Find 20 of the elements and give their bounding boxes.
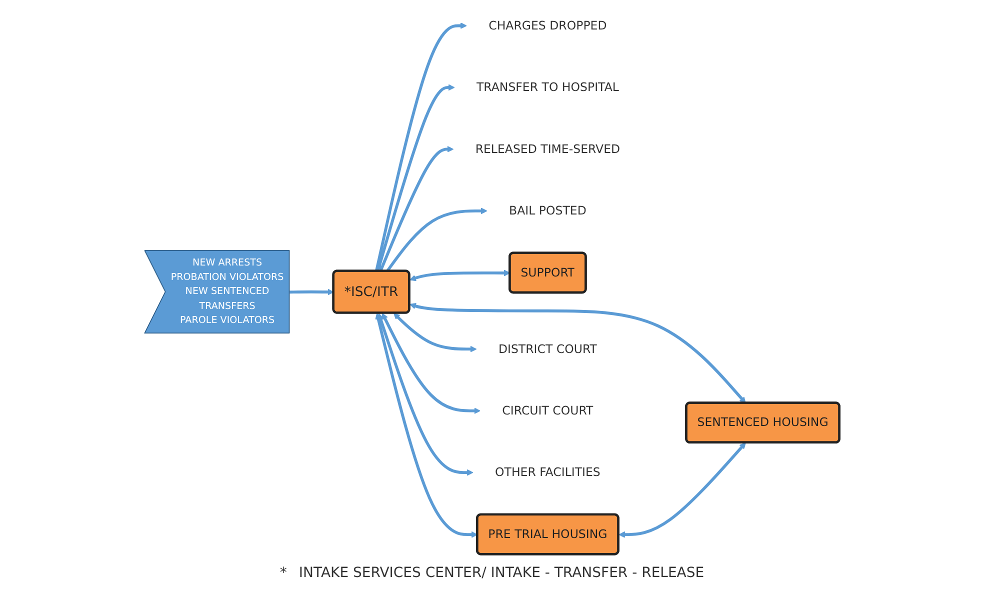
arrow (374, 22, 467, 272)
arrow (382, 313, 480, 414)
node-text: BAIL POSTED (509, 204, 586, 218)
node-text: DISTRICT COURT (498, 342, 597, 356)
node-text: TRANSFER TO HOSPITAL (476, 80, 619, 94)
arrow (379, 146, 454, 272)
footnote-text: INTAKE SERVICES CENTER/ INTAKE - TRANSFER - RELEASE (298, 565, 704, 581)
arrow (290, 288, 334, 296)
arrow (410, 270, 510, 282)
arrow (618, 442, 746, 538)
node-text: CIRCUIT COURT (502, 403, 594, 418)
node-text: OTHER FACILITIES (495, 465, 600, 480)
node-text: CHARGES DROPPED (488, 18, 607, 32)
arrow (393, 312, 477, 352)
footnote-text: * (280, 565, 287, 581)
arrow (377, 313, 474, 476)
arrow (410, 302, 746, 404)
arrow (375, 313, 478, 538)
node-text: RELEASED TIME-SERVED (475, 142, 620, 156)
arrow (376, 84, 455, 272)
